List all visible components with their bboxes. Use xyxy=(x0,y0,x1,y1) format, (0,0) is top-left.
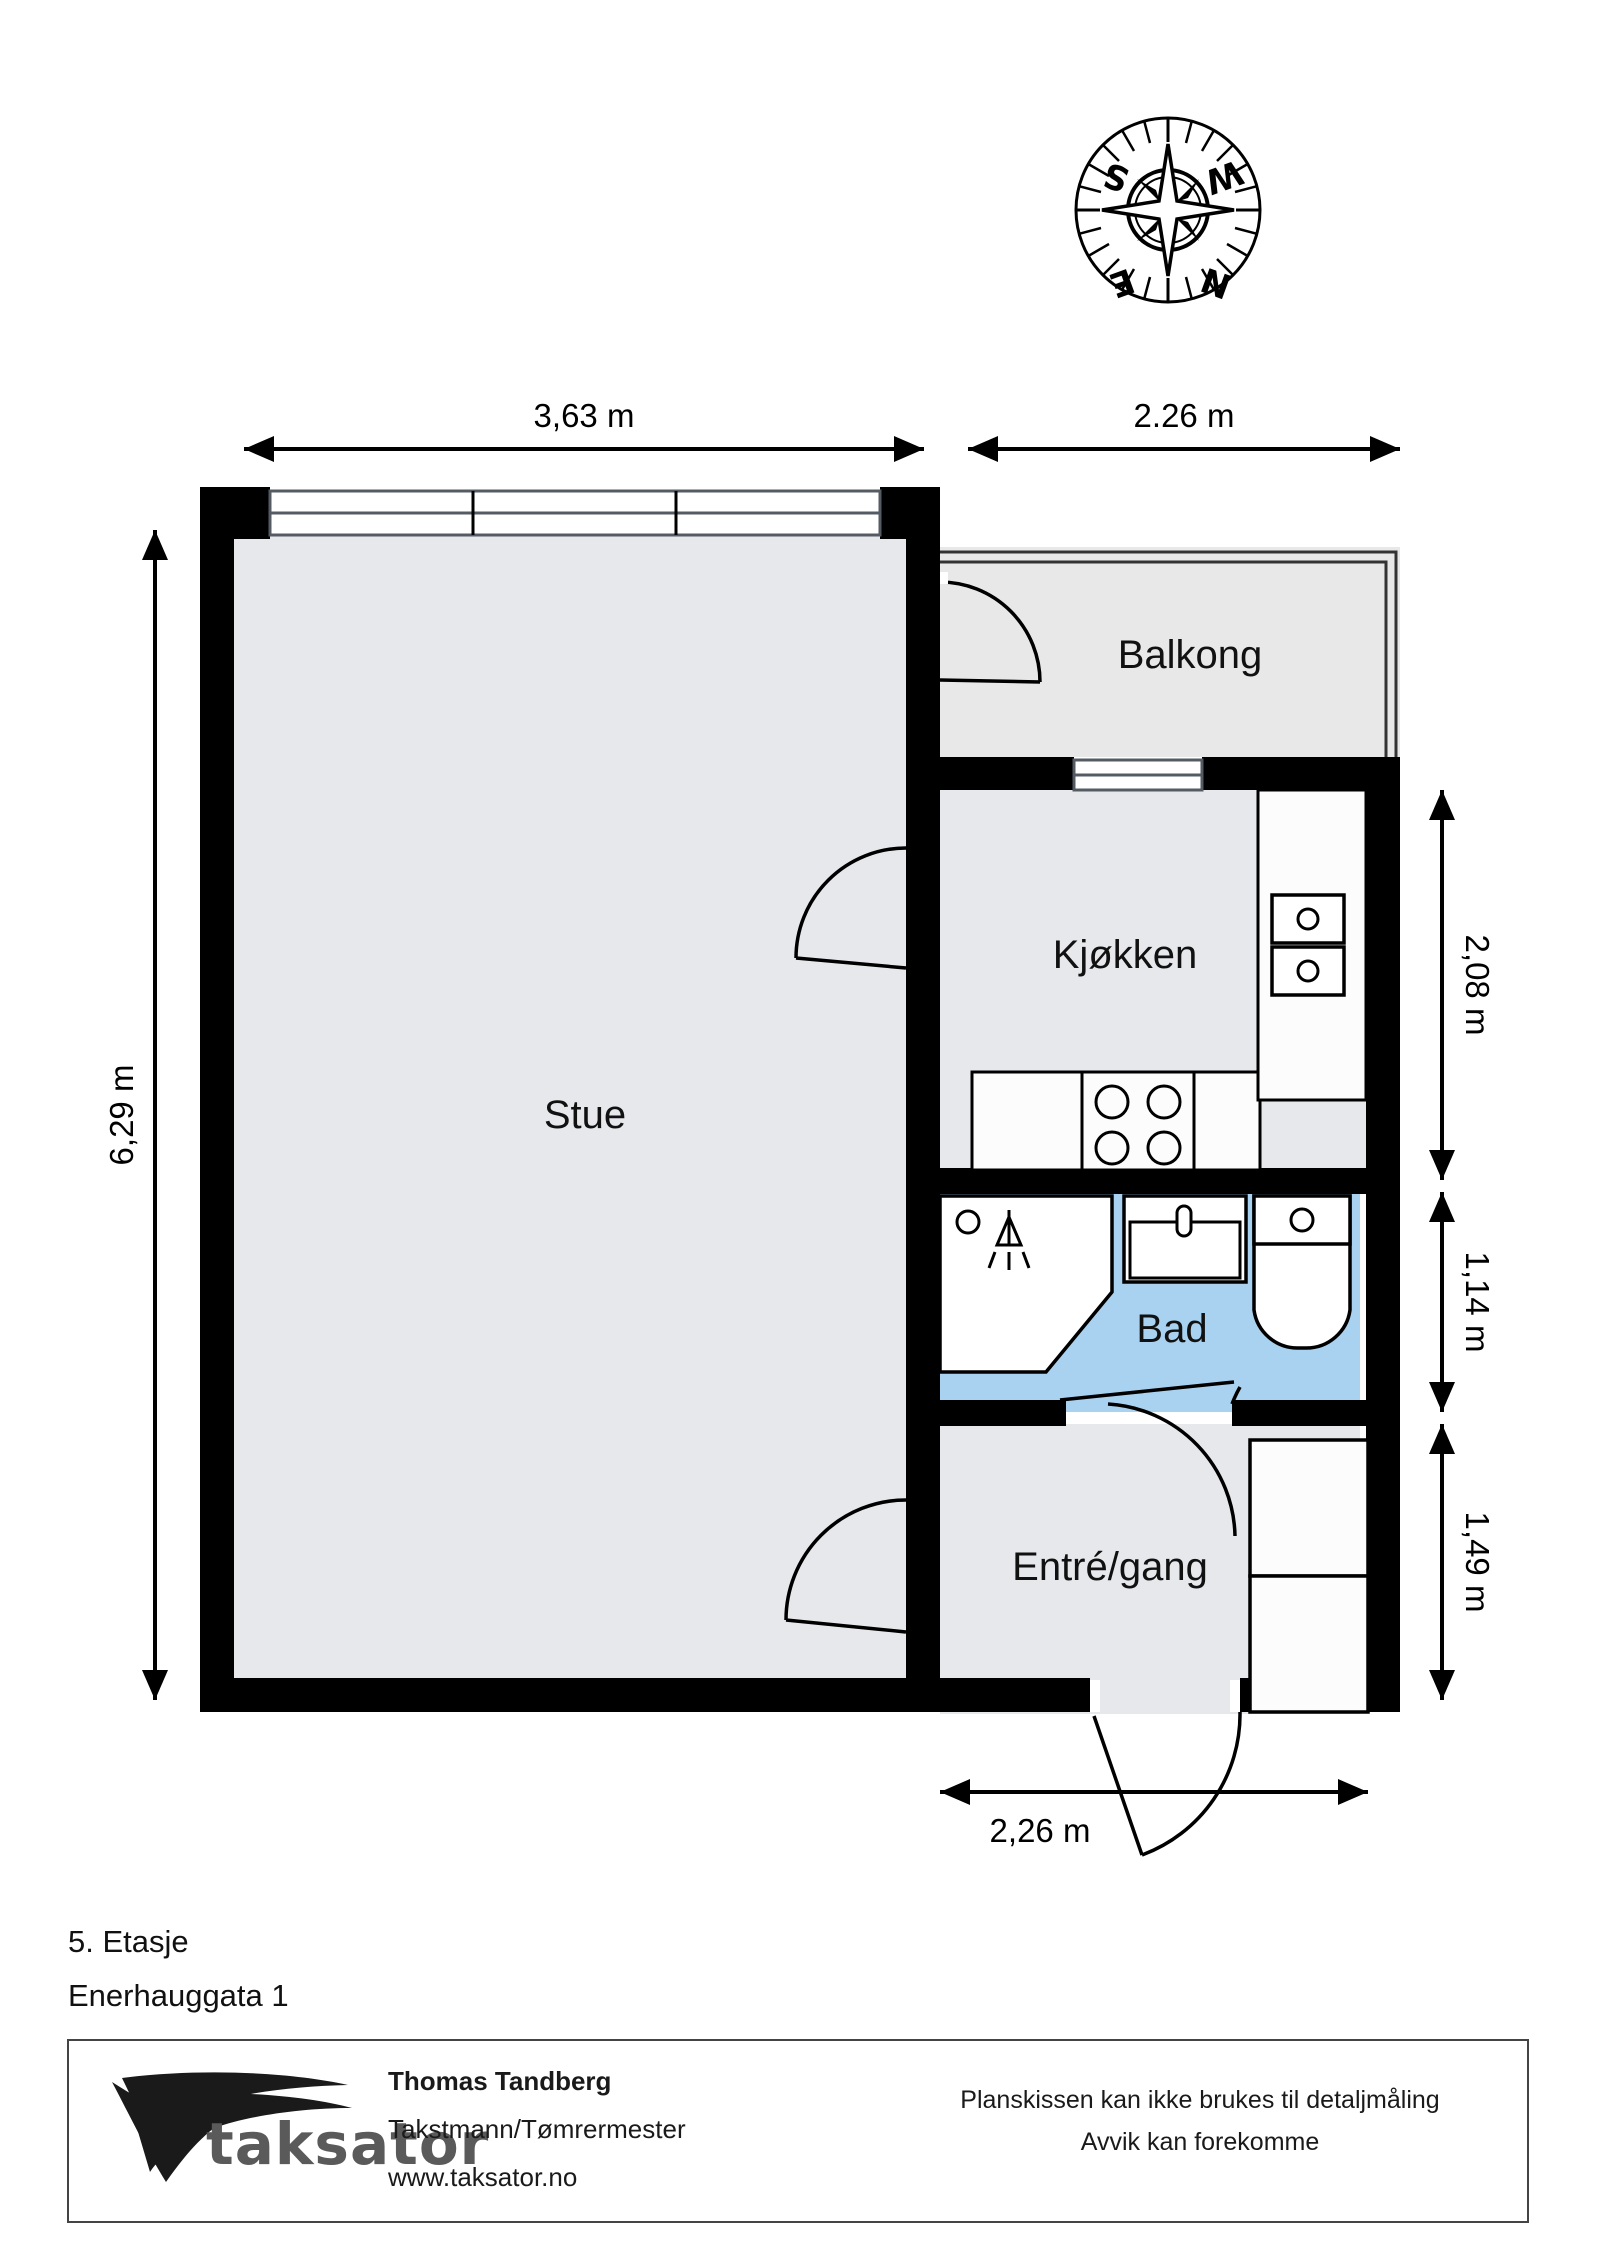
door-kitchen xyxy=(794,846,907,970)
footer-panel: taksator Thomas Tandberg Takstmann/Tømre… xyxy=(67,2039,1529,2223)
dimension-top-right: 2.26 m xyxy=(968,397,1400,462)
counter-left xyxy=(970,1070,1084,1172)
room-label-stue: Stue xyxy=(544,1093,626,1137)
dimension-right-lower-label: 1,49 m xyxy=(1459,1512,1496,1613)
shower-head-icon xyxy=(987,1210,1031,1270)
toilet-flush-icon xyxy=(1289,1207,1315,1233)
dimension-top-left-label: 3,63 m xyxy=(534,397,635,434)
bath-shower-corner xyxy=(938,1194,1114,1374)
window-balcony-lower xyxy=(1072,758,1204,792)
door-bathroom xyxy=(1059,1380,1242,1537)
bath-vanity-sink xyxy=(1122,1194,1248,1284)
contact-title: Takstmann/Tømrermester xyxy=(388,2114,686,2144)
dimension-top-right-label: 2.26 m xyxy=(1134,397,1235,434)
floor-caption: 5. Etasje xyxy=(68,1924,189,1959)
wall-bottom-stue xyxy=(200,1678,940,1712)
taksator-logo-word: taksator xyxy=(206,2110,489,2178)
door-main-entrance xyxy=(1090,1680,1242,1857)
compass-rose: S W E N xyxy=(1074,116,1262,306)
kitchen-column-right xyxy=(1256,788,1368,1102)
dimension-top-left: 3,63 m xyxy=(244,397,924,462)
shower-drain-icon xyxy=(955,1209,981,1235)
dimension-right-middle-label: 1,14 m xyxy=(1459,1252,1496,1353)
wall-kitchen-bad xyxy=(906,1168,1400,1194)
window-three-pane-living xyxy=(268,489,882,537)
room-label-entre: Entré/gang xyxy=(1012,1545,1208,1589)
door-entre-inner xyxy=(784,1498,907,1634)
wall-balcony-left-upper xyxy=(906,530,940,582)
disclaimer-line-1: Planskissen kan ikke brukes til detaljmå… xyxy=(960,2086,1439,2114)
wall-right-outer xyxy=(1366,757,1400,1712)
balcony-railing xyxy=(940,550,1398,757)
room-fill-balkong xyxy=(940,547,1400,757)
dimension-right-lower: 1,49 m xyxy=(1429,1424,1496,1700)
disclaimer-line-2: Avvik kan forekomme xyxy=(1081,2128,1320,2156)
wall-stue-right xyxy=(906,487,940,1712)
wall-bottom-entre-left xyxy=(906,1678,1090,1712)
kitchen-counter-row xyxy=(970,1070,1262,1172)
dimension-right-upper-label: 2,08 m xyxy=(1459,935,1496,1036)
dimension-bottom: 2,26 m xyxy=(940,1779,1368,1849)
walls xyxy=(200,487,1400,1712)
double-basin-sink xyxy=(1270,893,1346,945)
dimension-right-upper: 2,08 m xyxy=(1429,790,1496,1180)
dimension-right-middle: 1,14 m xyxy=(1429,1192,1496,1412)
counter-right xyxy=(1192,1070,1262,1172)
wall-bad-entre-left xyxy=(906,1400,1066,1426)
wall-bad-entre-right xyxy=(1232,1400,1400,1426)
room-label-balkong: Balkong xyxy=(1118,633,1263,677)
contact-website: www.taksator.no xyxy=(387,2162,577,2192)
contact-name: Thomas Tandberg xyxy=(388,2066,611,2096)
wall-left-outer xyxy=(200,487,234,1712)
entry-wardrobe-units xyxy=(1248,1438,1370,1714)
door-balcony xyxy=(939,572,1042,684)
address-caption: Enerhauggata 1 xyxy=(68,1978,289,2013)
wall-balcony-bottom-left xyxy=(906,757,1074,790)
bath-toilet xyxy=(1252,1194,1352,1350)
dimension-left: 6,29 m xyxy=(103,530,168,1700)
room-label-kjokken: Kjøkken xyxy=(1053,933,1198,977)
wall-top-left-stub xyxy=(200,487,270,539)
room-fill-stue xyxy=(200,500,940,1700)
taksator-logo-icon xyxy=(112,2072,352,2182)
dimension-bottom-label: 2,26 m xyxy=(990,1812,1091,1849)
room-label-bad: Bad xyxy=(1136,1307,1207,1351)
dimension-left-label: 6,29 m xyxy=(103,1065,140,1166)
